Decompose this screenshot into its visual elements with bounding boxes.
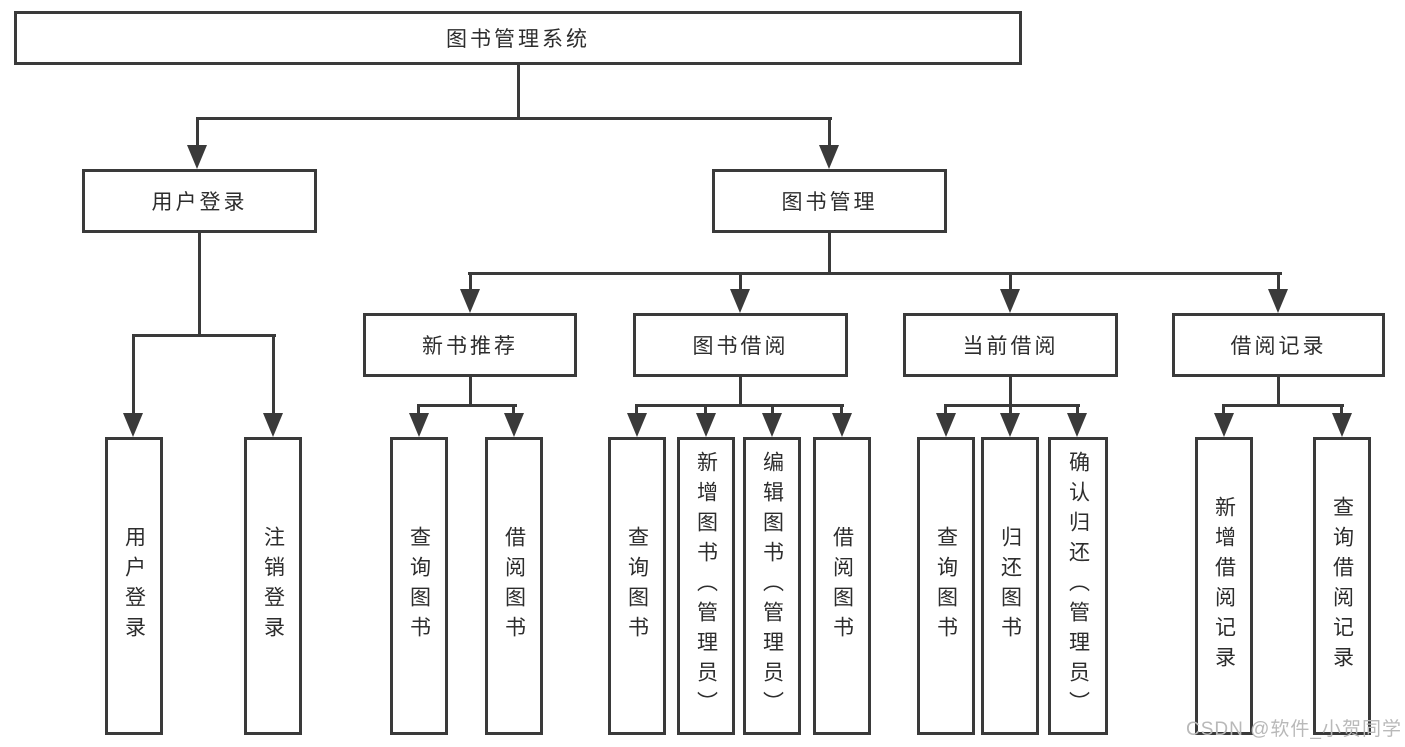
node-book-management: 图书管理 (712, 169, 947, 233)
leaf-edit-book-admin-label: 编辑图书（管理员） (760, 451, 784, 721)
leaf-user-login: 用户登录 (105, 437, 163, 735)
connector-user-login-rail (132, 334, 276, 337)
leaf-add-borrow-record: 新增借阅记录 (1195, 437, 1253, 735)
connector-stem (469, 377, 472, 407)
connector-level3-rail (468, 272, 1282, 275)
connector-level2-rail (196, 117, 832, 120)
leaf-confirm-return-admin: 确认归还（管理员） (1048, 437, 1108, 735)
connector-rail (1222, 404, 1344, 407)
connector-book-mgmt-drop (828, 117, 831, 149)
leaf-query-borrow-record-label: 查询借阅记录 (1330, 496, 1354, 676)
connector-drop (1009, 272, 1012, 292)
arrowhead-icon (762, 413, 782, 437)
connector-drop (1340, 404, 1343, 416)
connector-drop (635, 404, 638, 416)
arrowhead-icon (1000, 413, 1020, 437)
node-book-borrow: 图书借阅 (633, 313, 848, 377)
arrowhead-icon (730, 289, 750, 313)
node-book-management-label: 图书管理 (781, 191, 878, 214)
leaf-return-book: 归还图书 (981, 437, 1039, 735)
connector-drop (1222, 404, 1225, 416)
leaf-query-book-borrow-label: 查询图书 (625, 526, 649, 646)
leaf-borrow-book: 借阅图书 (813, 437, 871, 735)
node-book-borrow-label: 图书借阅 (692, 335, 789, 358)
connector-rail (417, 404, 517, 407)
arrowhead-icon (1000, 289, 1020, 313)
arrowhead-icon (832, 413, 852, 437)
leaf-query-book-borrow: 查询图书 (608, 437, 666, 735)
connector-drop (840, 404, 843, 416)
connector-rail (635, 404, 844, 407)
connector-stem (1277, 377, 1280, 407)
leaf-borrow-book-label: 借阅图书 (830, 526, 854, 646)
node-borrow-records: 借阅记录 (1172, 313, 1385, 377)
arrowhead-icon (1214, 413, 1234, 437)
connector-user-login-drop (196, 117, 199, 149)
connector-stem (739, 377, 742, 407)
leaf-add-book-admin-label: 新增图书（管理员） (694, 451, 718, 721)
node-borrow-records-label: 借阅记录 (1230, 335, 1327, 358)
leaf-query-book-current: 查询图书 (917, 437, 975, 735)
leaf-return-book-label: 归还图书 (998, 526, 1022, 646)
connector-drop (417, 404, 420, 416)
node-root-label: 图书管理系统 (446, 28, 590, 51)
arrowhead-icon (1268, 289, 1288, 313)
connector-rail (944, 404, 1080, 407)
leaf-logout-label: 注销登录 (261, 526, 285, 646)
connector-drop (944, 404, 947, 416)
arrowhead-icon (187, 145, 207, 169)
leaf-query-book-recommend: 查询图书 (390, 437, 448, 735)
connector-drop (704, 404, 707, 416)
connector-user-login-stem (198, 233, 201, 337)
connector-root-stem (517, 62, 520, 120)
leaf-borrow-book-recommend: 借阅图书 (485, 437, 543, 735)
connector-drop (512, 404, 515, 416)
leaf-borrow-book-recommend-label: 借阅图书 (502, 526, 526, 646)
node-new-book-recommend: 新书推荐 (363, 313, 577, 377)
leaf-logout: 注销登录 (244, 437, 302, 735)
arrowhead-icon (123, 413, 143, 437)
arrowhead-icon (460, 289, 480, 313)
arrowhead-icon (936, 413, 956, 437)
watermark: CSDN @软件_小贺同学 (1186, 719, 1402, 740)
arrowhead-icon (409, 413, 429, 437)
connector-stem (1009, 377, 1012, 407)
leaf-add-book-admin: 新增图书（管理员） (677, 437, 735, 735)
leaf-query-borrow-record: 查询借阅记录 (1313, 437, 1371, 735)
arrowhead-icon (504, 413, 524, 437)
connector-drop (771, 404, 774, 416)
leaf-confirm-return-admin-label: 确认归还（管理员） (1066, 451, 1090, 721)
node-root: 图书管理系统 (14, 11, 1022, 65)
node-new-book-recommend-label: 新书推荐 (422, 335, 518, 358)
arrowhead-icon (627, 413, 647, 437)
node-current-borrow: 当前借阅 (903, 313, 1118, 377)
connector-drop (1009, 404, 1012, 416)
connector-drop (132, 334, 135, 416)
leaf-query-book-recommend-label: 查询图书 (407, 526, 431, 646)
leaf-edit-book-admin: 编辑图书（管理员） (743, 437, 801, 735)
connector-drop (1277, 272, 1280, 292)
node-user-login: 用户登录 (82, 169, 317, 233)
arrowhead-icon (696, 413, 716, 437)
leaf-query-book-current-label: 查询图书 (934, 526, 958, 646)
leaf-user-login-label: 用户登录 (122, 526, 146, 646)
node-current-borrow-label: 当前借阅 (962, 335, 1059, 358)
connector-drop (272, 334, 275, 416)
connector-drop (469, 272, 472, 292)
arrowhead-icon (263, 413, 283, 437)
arrowhead-icon (819, 145, 839, 169)
arrowhead-icon (1332, 413, 1352, 437)
arrowhead-icon (1067, 413, 1087, 437)
leaf-add-borrow-record-label: 新增借阅记录 (1212, 496, 1236, 676)
connector-drop (739, 272, 742, 292)
node-user-login-label: 用户登录 (151, 191, 248, 214)
connector-book-mgmt-stem (828, 233, 831, 275)
connector-drop (1076, 404, 1079, 416)
